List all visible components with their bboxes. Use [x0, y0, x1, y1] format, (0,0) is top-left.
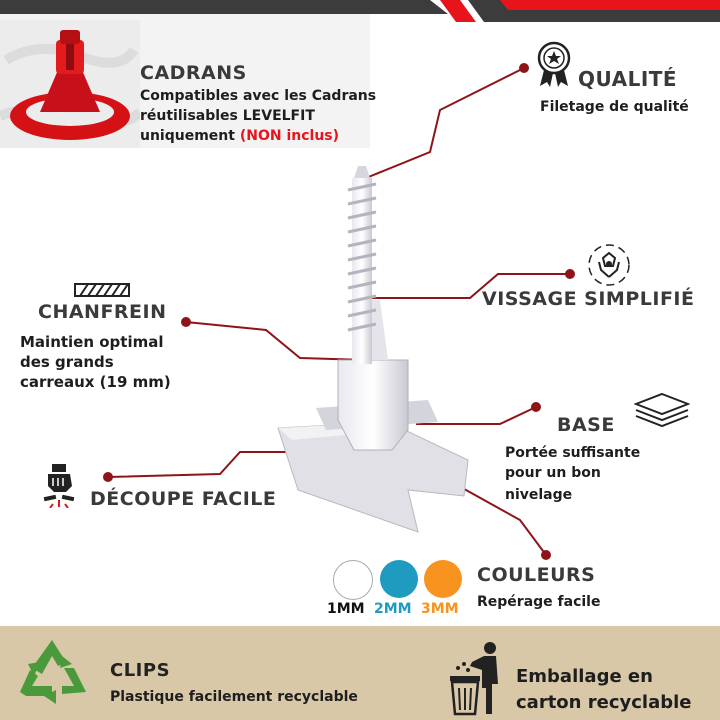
red-cadran-image: [0, 20, 140, 148]
fist-break-icon: [43, 464, 75, 508]
packaging-line-1: Emballage en: [516, 666, 653, 687]
cadrans-line-3: uniquement (NON inclus): [140, 128, 340, 144]
clips-title: CLIPS: [110, 660, 171, 681]
chanfrein-line-1: Maintien optimal: [20, 333, 164, 351]
swatch-label-2mm: 2MM: [374, 601, 412, 617]
cadrans-line-2: réutilisables LEVELFIT: [140, 108, 315, 124]
cadrans-not-included: (NON inclus): [239, 128, 340, 144]
trash-person-icon: [450, 642, 498, 716]
base-line-3: nivelage: [505, 487, 573, 503]
clips-text: Plastique facilement recyclable: [110, 689, 358, 705]
footer-panel: [0, 626, 720, 720]
swatch-label-1mm: 1MM: [327, 601, 365, 617]
chanfrein-line-3: carreaux (19 mm): [20, 373, 171, 391]
chanfrein-title: CHANFREIN: [38, 301, 167, 323]
rotate-flower-icon: [588, 244, 630, 286]
qualite-title: QUALITÉ: [578, 67, 678, 91]
cadrans-title: CADRANS: [140, 62, 247, 84]
packaging-line-2: carton recyclable: [516, 692, 692, 713]
base-line-2: pour un bon: [505, 465, 601, 481]
top-stripes: [0, 0, 720, 22]
swatch-2mm: [380, 560, 418, 598]
chanfrein-line-2: des grands: [20, 353, 114, 371]
vissage-title: VISSAGE SIMPLIFIÉ: [482, 288, 695, 310]
couleurs-title: COULEURS: [477, 564, 596, 586]
swatch-3mm: [424, 560, 462, 598]
swatch-1mm: [333, 560, 373, 600]
swatch-label-3mm: 3MM: [421, 601, 459, 617]
couleurs-text: Repérage facile: [477, 594, 601, 610]
hatched-bar-icon: [74, 283, 130, 297]
decoupe-title: DÉCOUPE FACILE: [90, 488, 277, 510]
base-line-1: Portée suffisante: [505, 445, 641, 461]
leveling-clip-image: [277, 166, 469, 533]
base-title: BASE: [557, 414, 615, 436]
cadrans-line-1: Compatibles avec les Cadrans: [140, 88, 377, 104]
recycle-icon: [20, 640, 86, 704]
stacked-layers-icon: [634, 392, 690, 428]
qualite-text: Filetage de qualité: [540, 99, 689, 115]
award-ribbon-icon: [537, 41, 571, 87]
